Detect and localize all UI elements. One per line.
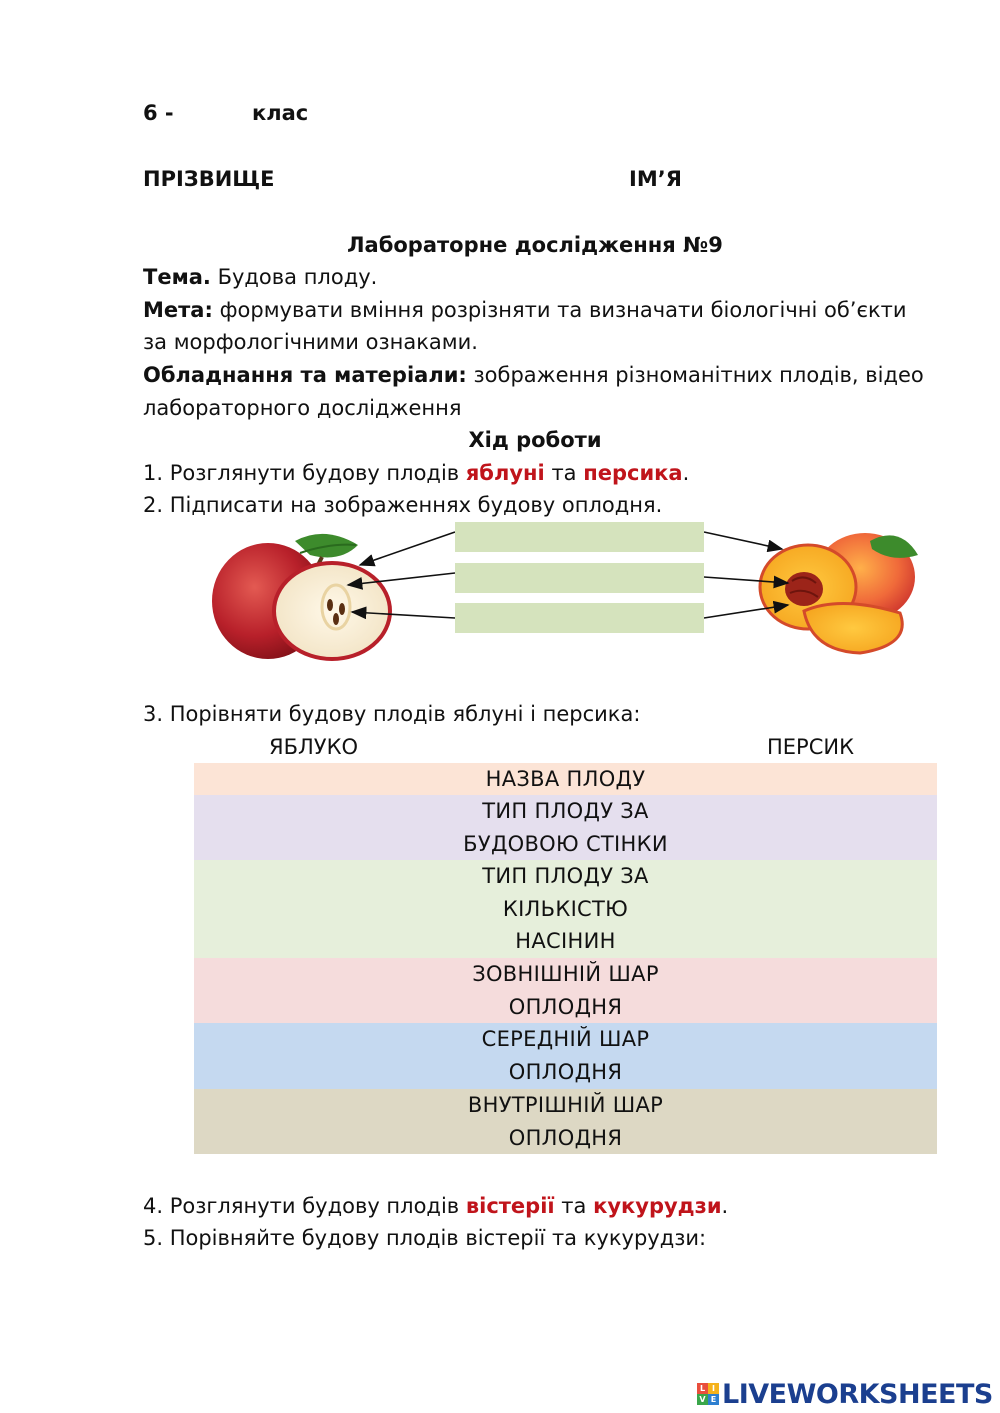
step-1-highlight-apple: яблуні xyxy=(465,461,545,485)
step-1-conj: та xyxy=(544,461,584,485)
row-label: ВНУТРІШНІЙ ШАР ОПЛОДНЯ xyxy=(467,1093,664,1150)
step-4-text: 4. Розглянути будову плодів xyxy=(143,1194,466,1218)
name-label: ІМ’Я xyxy=(629,167,682,191)
column-header-peach: ПЕРСИК xyxy=(767,735,855,759)
logo-text: LIVEWORKSHEETS xyxy=(722,1378,993,1410)
goal-label: Мета: xyxy=(143,298,213,322)
surname-label: ПРІЗВИЩЕ xyxy=(143,167,275,191)
topic-label: Тема. xyxy=(143,265,211,289)
procedure-title: Хід роботи xyxy=(468,428,602,452)
pericarp-label-field-2[interactable] xyxy=(455,563,704,593)
grade-number: 6 - xyxy=(143,101,174,125)
liveworksheets-logo: L I V E LIVEWORKSHEETS xyxy=(697,1378,993,1410)
step-2: 2. Підписати на зображеннях будову оплод… xyxy=(143,493,663,517)
row-label: ТИП ПЛОДУ ЗА БУДОВОЮ СТІНКИ xyxy=(463,799,668,856)
step-1-text: 1. Розглянути будову плодів xyxy=(143,461,466,485)
step-1-end: . xyxy=(682,461,690,485)
page-title: Лабораторне дослідження №9 xyxy=(347,233,723,257)
arrow-peach-top xyxy=(703,531,784,553)
step-4: 4. Розглянути будову плодів вістерії та … xyxy=(143,1190,728,1222)
row-label: ЗОВНІШНІЙ ШАР ОПЛОДНЯ xyxy=(472,962,659,1019)
topic-text: Будова плоду. xyxy=(210,265,378,289)
step-4-end: . xyxy=(721,1194,729,1218)
apple-image xyxy=(212,533,392,661)
logo-mark-icon: L I V E xyxy=(697,1383,719,1405)
step-1-highlight-peach: персика xyxy=(583,461,683,485)
table-row-seed-count-type: ТИП ПЛОДУ ЗА КІЛЬКІСТЮ НАСІНИН xyxy=(194,860,937,958)
equipment-line-1: Обладнання та матеріали: зображення різн… xyxy=(143,359,924,391)
logo-mark-letter: I xyxy=(708,1383,719,1394)
column-header-apple: ЯБЛУКО xyxy=(269,735,359,759)
step-1: 1. Розглянути будову плодів яблуні та пе… xyxy=(143,457,689,489)
table-row-outer-layer: ЗОВНІШНІЙ ШАР ОПЛОДНЯ xyxy=(194,958,937,1023)
arrow-peach-middle xyxy=(703,575,790,589)
goal-line-1: Мета: формувати вміння розрізняти та виз… xyxy=(143,294,907,326)
logo-mark-letter: E xyxy=(708,1394,719,1405)
row-label: НАЗВА ПЛОДУ xyxy=(485,767,646,791)
grade-label: клас xyxy=(252,101,309,125)
table-row-middle-layer: СЕРЕДНІЙ ШАР ОПЛОДНЯ xyxy=(194,1023,937,1089)
step-4-conj: та xyxy=(554,1194,594,1218)
goal-line-2: за морфологічними ознаками. xyxy=(143,330,478,354)
table-row-inner-layer: ВНУТРІШНІЙ ШАР ОПЛОДНЯ xyxy=(194,1089,937,1154)
logo-mark-letter: L xyxy=(697,1383,708,1394)
logo-mark-letter: V xyxy=(697,1394,708,1405)
row-label: ТИП ПЛОДУ ЗА КІЛЬКІСТЮ НАСІНИН xyxy=(482,864,649,953)
table-row-fruit-name: НАЗВА ПЛОДУ xyxy=(194,763,937,795)
step-3: 3. Порівняти будову плодів яблуні і перс… xyxy=(143,702,641,726)
table-row-wall-type: ТИП ПЛОДУ ЗА БУДОВОЮ СТІНКИ xyxy=(194,795,937,860)
equipment-label: Обладнання та матеріали: xyxy=(143,363,467,387)
equipment-line-2: лабораторного дослідження xyxy=(143,396,462,420)
step-5: 5. Порівняйте будову плодів вістерії та … xyxy=(143,1226,707,1250)
pericarp-label-field-3[interactable] xyxy=(455,603,704,633)
arrow-apple-top xyxy=(358,531,456,567)
row-label: СЕРЕДНІЙ ШАР ОПЛОДНЯ xyxy=(481,1027,650,1084)
peach-image xyxy=(758,533,918,655)
step-4-highlight-wisteria: вістерії xyxy=(465,1194,555,1218)
pericarp-label-field-1[interactable] xyxy=(455,522,704,552)
fruit-diagram xyxy=(212,531,918,661)
step-4-highlight-corn: кукурудзи xyxy=(593,1194,722,1218)
topic-line: Тема. Будова плоду. xyxy=(143,261,377,293)
arrow-apple-bottom xyxy=(350,606,456,620)
arrow-peach-bottom xyxy=(703,600,790,619)
equipment-text-1: зображення різноманітних плодів, відео xyxy=(466,363,924,387)
arrow-apple-middle xyxy=(346,572,456,590)
goal-text-1: формувати вміння розрізняти та визначати… xyxy=(212,298,907,322)
